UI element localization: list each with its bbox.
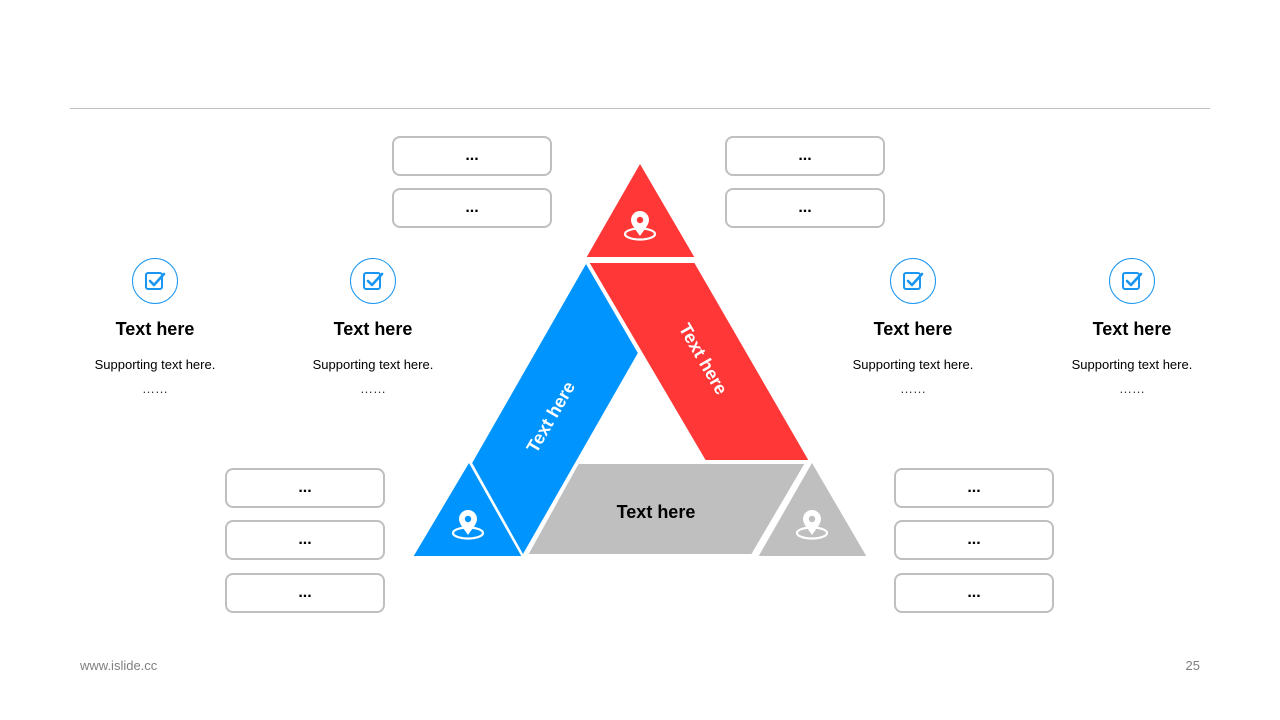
card-title: Text here	[873, 319, 953, 339]
top-divider	[70, 108, 1210, 109]
bottom-right-box-3[interactable]: ...	[894, 573, 1054, 613]
checkbox-icon	[890, 258, 936, 304]
card-ellipsis: ……	[142, 381, 168, 396]
triangle-bottom-right-corner[interactable]	[755, 459, 870, 558]
triangle-right-band[interactable]	[586, 261, 812, 462]
info-card-4: Text here Supporting text here. ……	[1037, 258, 1227, 396]
top-right-box-2[interactable]: ...	[725, 188, 885, 228]
bottom-right-box-1[interactable]: ...	[894, 468, 1054, 508]
card-subtitle: Supporting text here.	[94, 357, 216, 372]
bottom-band-label: Text here	[617, 502, 696, 522]
bottom-left-box-2[interactable]: ...	[225, 520, 385, 560]
location-pin-icon	[623, 211, 657, 241]
card-ellipsis: ……	[360, 381, 386, 396]
checkbox-icon	[1109, 258, 1155, 304]
info-card-1: Text here Supporting text here. ……	[60, 258, 250, 396]
checkbox-icon	[132, 258, 178, 304]
info-card-2: Text here Supporting text here. ……	[278, 258, 468, 396]
bottom-right-box-2[interactable]: ...	[894, 520, 1054, 560]
triangle-bottom-left-corner[interactable]	[410, 459, 525, 558]
triangle-bottom-band[interactable]	[525, 462, 808, 556]
card-title: Text here	[1092, 319, 1172, 339]
card-title: Text here	[115, 319, 195, 339]
top-left-box-2[interactable]: ...	[392, 188, 552, 228]
location-pin-icon	[451, 510, 485, 540]
card-ellipsis: ……	[1119, 381, 1145, 396]
card-subtitle: Supporting text here.	[312, 357, 434, 372]
card-subtitle: Supporting text here.	[852, 357, 974, 372]
info-card-3: Text here Supporting text here. ……	[818, 258, 1008, 396]
triangle-top-corner[interactable]	[583, 160, 698, 259]
page-number: 25	[1185, 658, 1200, 673]
footer-website: www.islide.cc	[80, 658, 158, 673]
location-pin-icon	[795, 510, 829, 540]
card-ellipsis: ……	[900, 381, 926, 396]
card-title: Text here	[333, 319, 413, 339]
checkbox-icon	[350, 258, 396, 304]
bottom-left-box-3[interactable]: ...	[225, 573, 385, 613]
top-left-box-1[interactable]: ...	[392, 136, 552, 176]
top-right-box-1[interactable]: ...	[725, 136, 885, 176]
bottom-left-box-1[interactable]: ...	[225, 468, 385, 508]
card-subtitle: Supporting text here.	[1071, 357, 1193, 372]
